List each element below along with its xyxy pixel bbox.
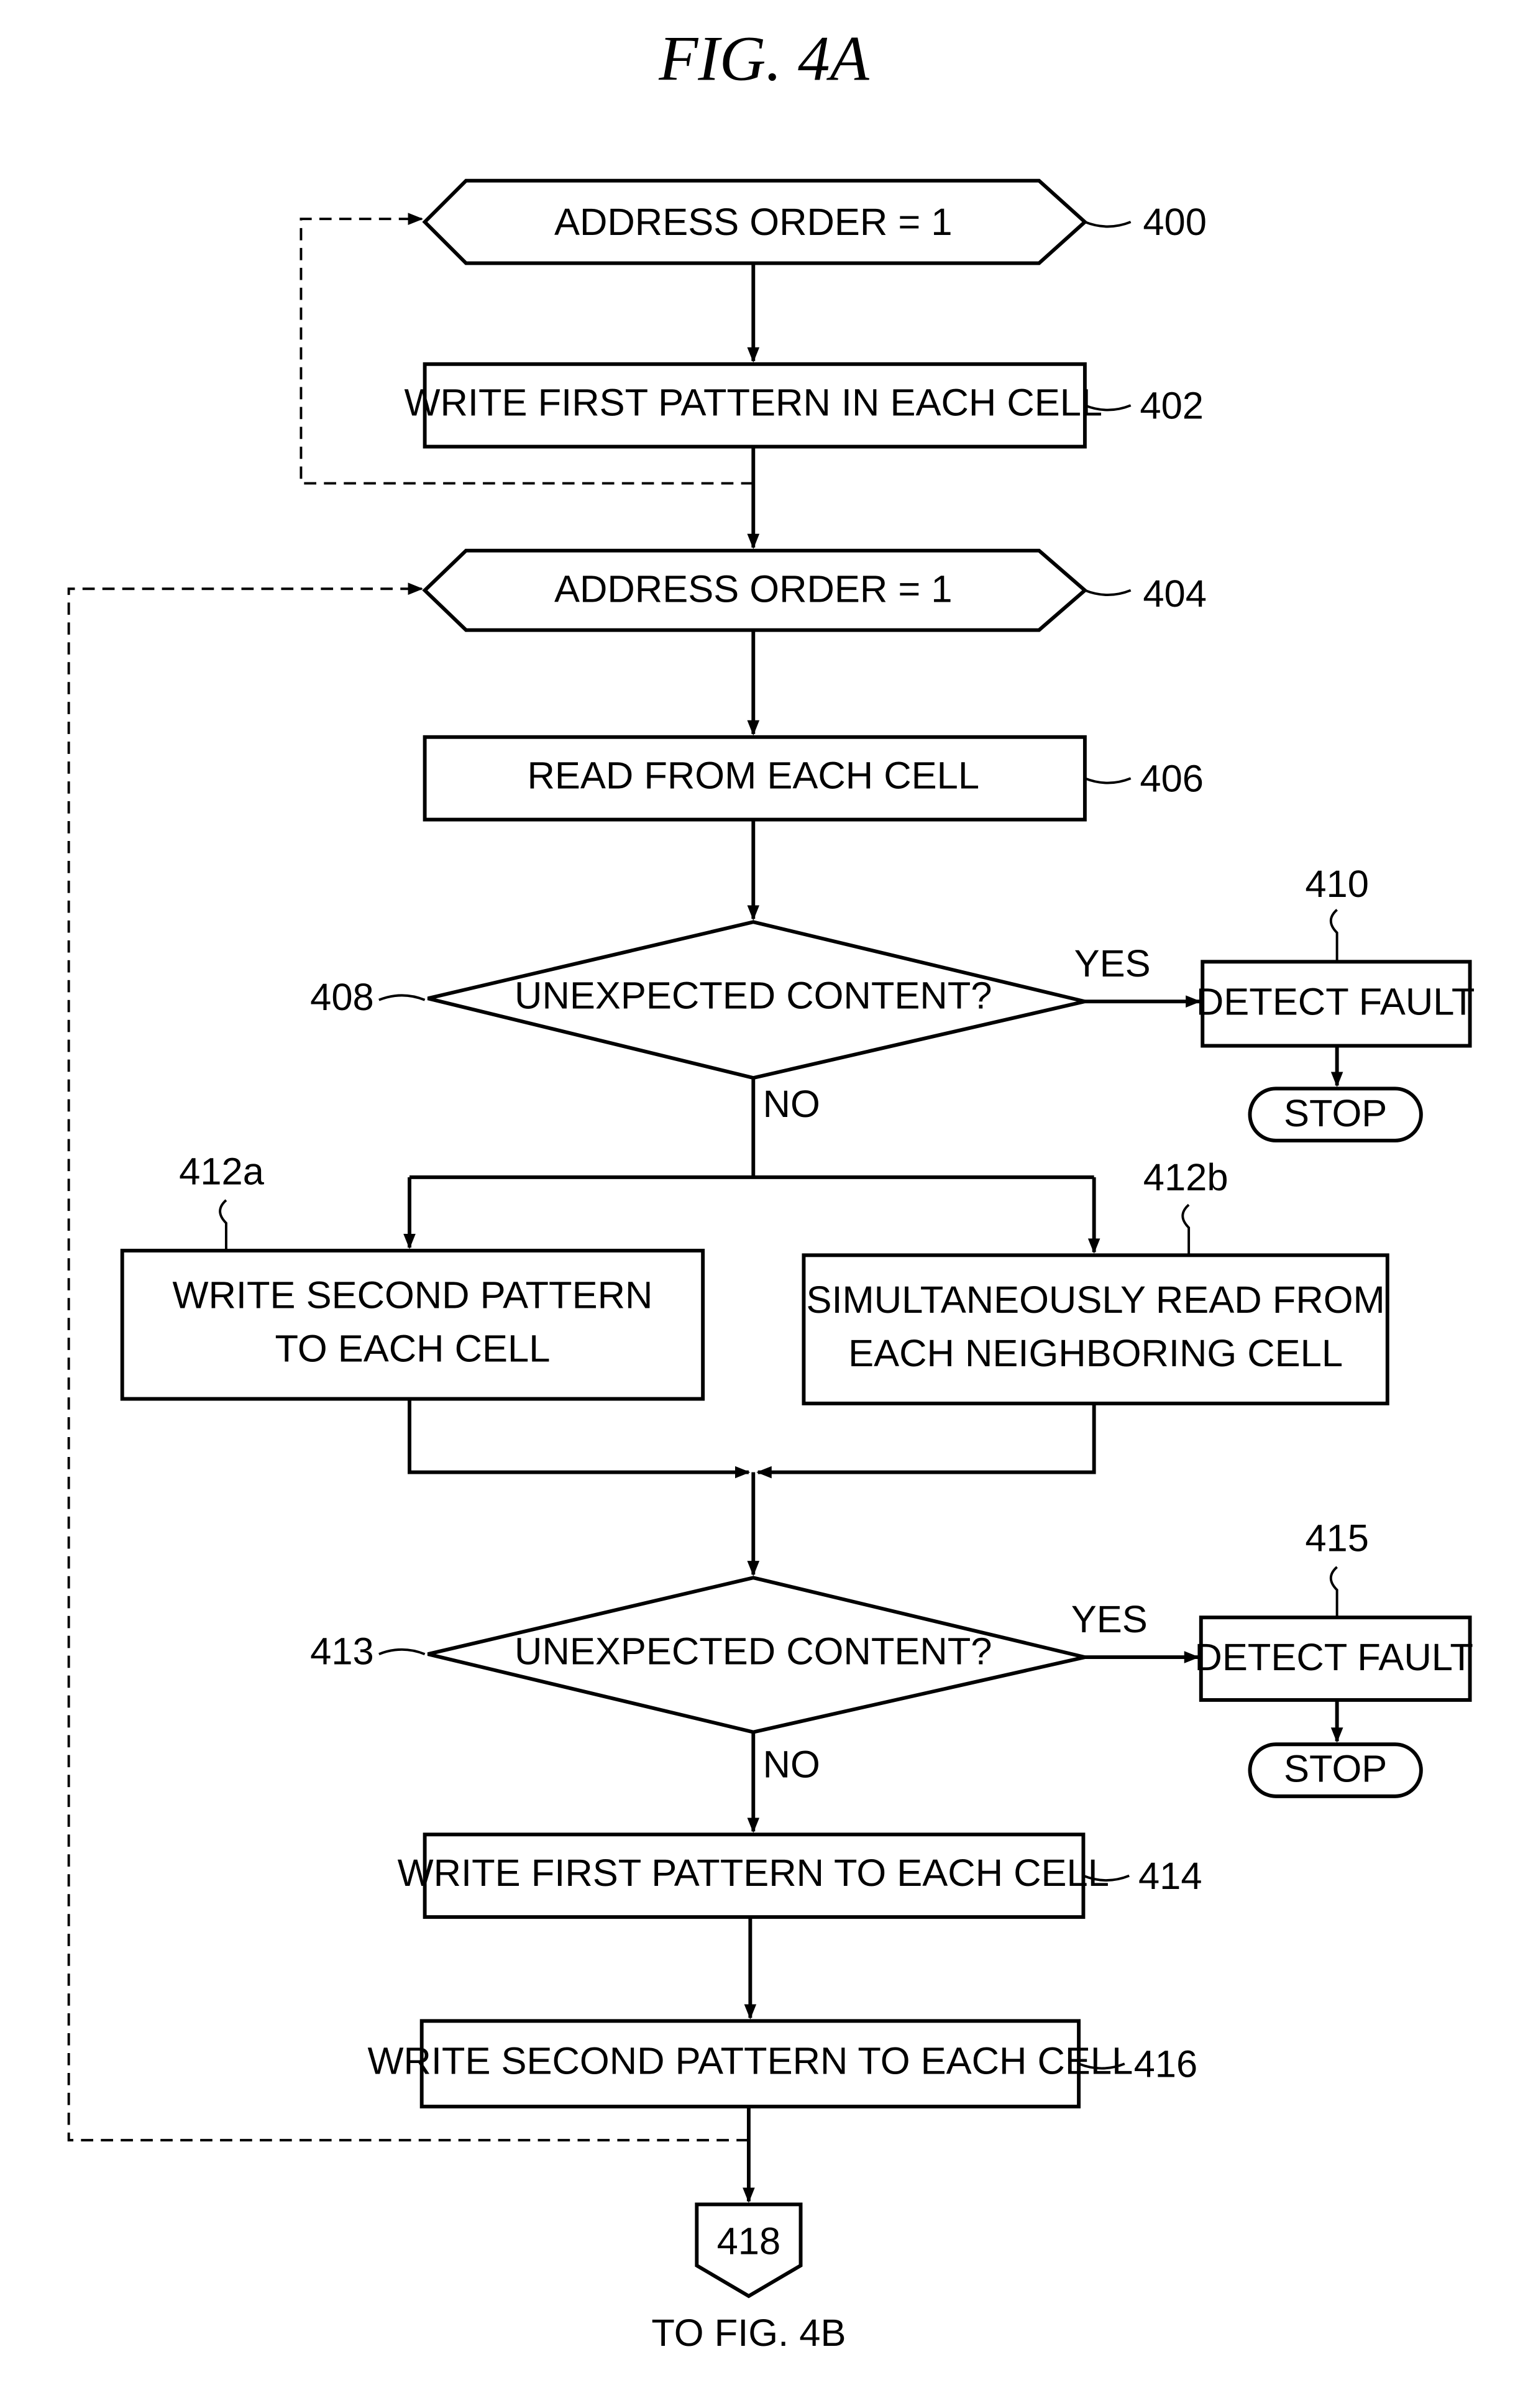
- ref-404: 404: [1143, 572, 1207, 615]
- step-404: ADDRESS ORDER = 1 404: [425, 551, 1207, 630]
- stop-410: STOP: [1284, 1092, 1387, 1135]
- ref-416: 416: [1134, 2043, 1198, 2085]
- step-400-text: ADDRESS ORDER = 1: [554, 201, 952, 244]
- ref-408: 408: [310, 976, 374, 1019]
- step-412b-line2: EACH NEIGHBORING CELL: [848, 1332, 1343, 1375]
- ref-414: 414: [1138, 1855, 1202, 1898]
- step-414-text: WRITE FIRST PATTERN TO EACH CELL: [398, 1852, 1109, 1895]
- step-414: WRITE FIRST PATTERN TO EACH CELL 414: [398, 1834, 1202, 1917]
- step-416: WRITE SECOND PATTERN TO EACH CELL 416: [367, 2021, 1197, 2107]
- step-412a-line2: TO EACH CELL: [275, 1328, 550, 1371]
- step-412b-line1: SIMULTANEOUSLY READ FROM: [806, 1279, 1384, 1321]
- step-402-text: WRITE FIRST PATTERN IN EACH CELL: [404, 381, 1102, 424]
- step-400: ADDRESS ORDER = 1 400: [425, 181, 1207, 264]
- decision-408: UNEXPECTED CONTENT? 408: [310, 922, 1085, 1078]
- yes-label-408: YES: [1074, 942, 1151, 985]
- ref-410: 410: [1305, 863, 1369, 906]
- step-410: DETECT FAULT 410 STOP: [1196, 863, 1475, 1141]
- ref-418: 418: [717, 2220, 781, 2263]
- step-412a-line1: WRITE SECOND PATTERN: [172, 1274, 652, 1317]
- decision-408-text: UNEXPECTED CONTENT?: [515, 974, 992, 1017]
- no-label-413: NO: [763, 1743, 820, 1786]
- step-402: WRITE FIRST PATTERN IN EACH CELL 402: [404, 364, 1204, 447]
- step-415: DETECT FAULT 415 STOP: [1194, 1517, 1473, 1796]
- yes-label-413: YES: [1071, 1598, 1148, 1641]
- step-406: READ FROM EACH CELL 406: [425, 737, 1204, 820]
- step-406-text: READ FROM EACH CELL: [528, 754, 980, 797]
- ref-413: 413: [310, 1630, 374, 1673]
- off-page-connector-418: 418 TO FIG. 4B: [651, 2204, 846, 2355]
- ref-402: 402: [1140, 384, 1204, 427]
- step-410-text: DETECT FAULT: [1196, 980, 1475, 1023]
- step-404-text: ADDRESS ORDER = 1: [554, 568, 952, 610]
- ref-412a: 412a: [179, 1150, 265, 1193]
- ref-406: 406: [1140, 757, 1204, 800]
- stop-415: STOP: [1284, 1748, 1387, 1791]
- to-fig-4b-caption: TO FIG. 4B: [651, 2312, 846, 2355]
- ref-415: 415: [1305, 1517, 1369, 1560]
- step-416-text: WRITE SECOND PATTERN TO EACH CELL: [367, 2039, 1133, 2082]
- no-label-408: NO: [763, 1083, 820, 1126]
- step-412a: WRITE SECOND PATTERN TO EACH CELL 412a: [122, 1150, 703, 1399]
- ref-412b: 412b: [1143, 1156, 1228, 1199]
- figure-title: FIG. 4A: [658, 23, 869, 94]
- decision-413: UNEXPECTED CONTENT? 413: [310, 1578, 1085, 1732]
- step-415-text: DETECT FAULT: [1194, 1636, 1473, 1679]
- ref-400: 400: [1143, 201, 1207, 244]
- decision-413-text: UNEXPECTED CONTENT?: [515, 1630, 992, 1673]
